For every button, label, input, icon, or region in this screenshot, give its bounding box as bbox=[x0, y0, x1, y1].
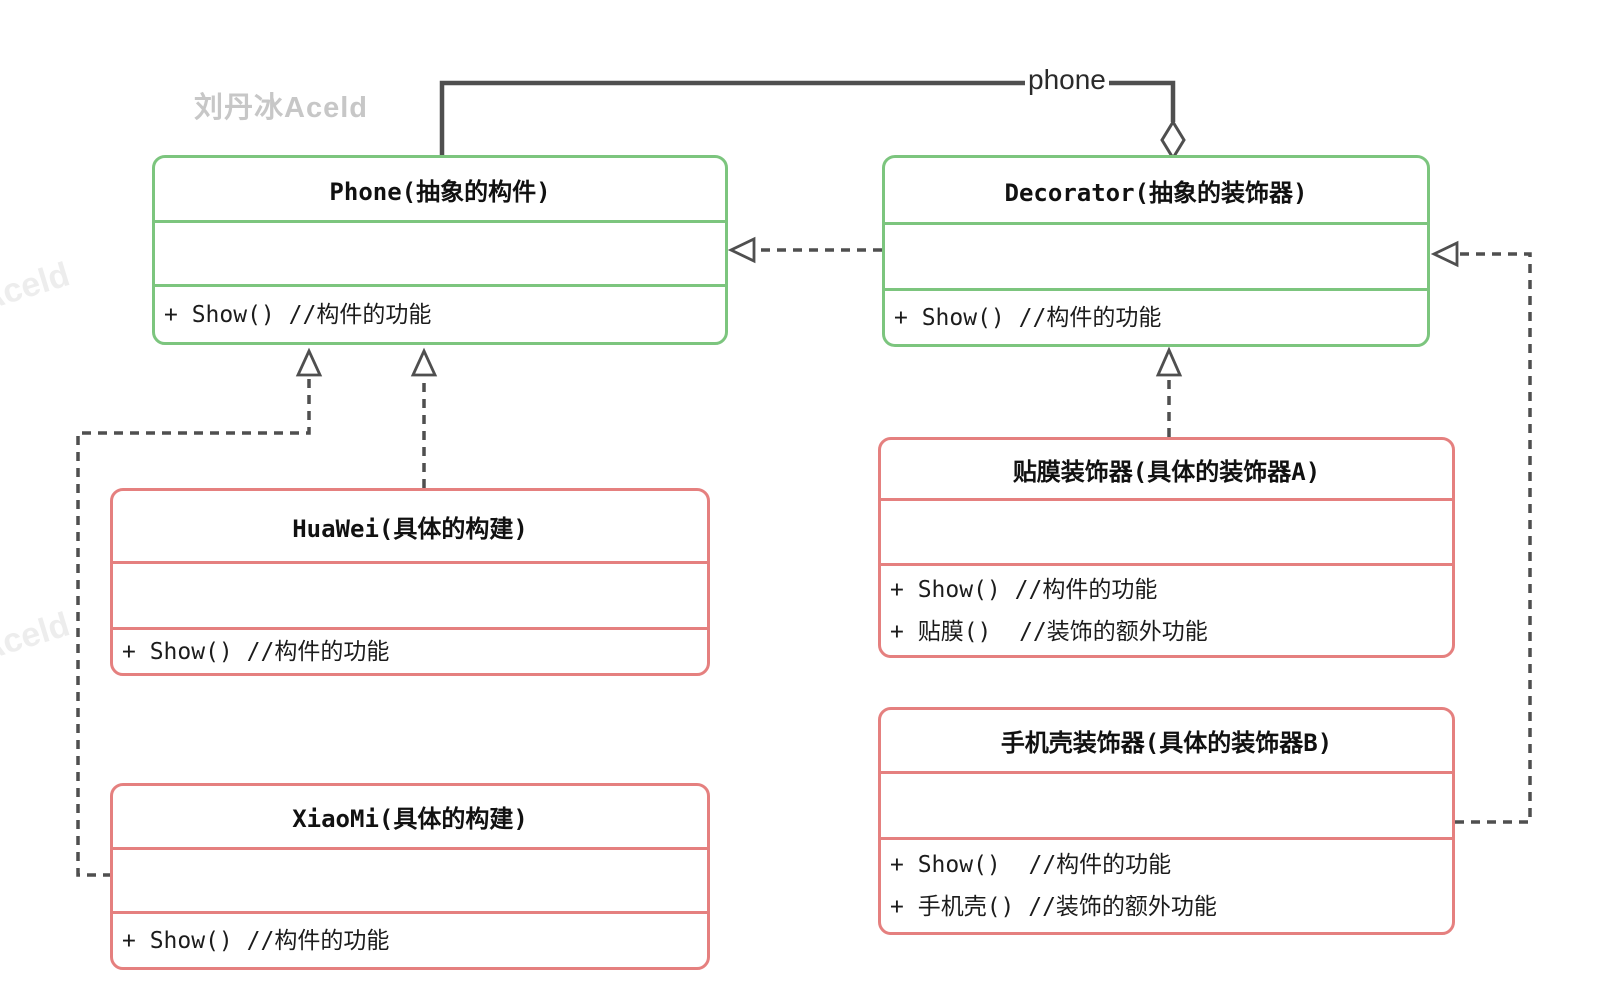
class-title-film-decorator: 贴膜装饰器(具体的装饰器A) bbox=[1012, 457, 1321, 486]
class-title-huawei: HuaWei(具体的构建) bbox=[292, 514, 528, 543]
method-line: + Show() //构件的功能 bbox=[894, 304, 1162, 331]
method-line: + Show() //构件的功能 bbox=[122, 638, 390, 665]
class-box-huawei: HuaWei(具体的构建) + Show() //构件的功能 bbox=[110, 488, 710, 676]
class-methods-xiaomi: + Show() //构件的功能 bbox=[113, 911, 707, 967]
class-attributes-case-decorator bbox=[881, 771, 1452, 837]
method-line: + Show() //构件的功能 bbox=[122, 927, 390, 954]
aggregation-diamond-icon bbox=[1160, 119, 1186, 161]
watermark-author: 刘丹冰Aceld bbox=[194, 92, 368, 124]
method-line: + 贴膜() //装饰的额外功能 bbox=[890, 618, 1208, 645]
class-title-phone: Phone(抽象的构件) bbox=[329, 177, 551, 206]
open-arrow-icon-phone-bottom-left bbox=[295, 347, 323, 377]
class-methods-phone: + Show() //构件的功能 bbox=[155, 284, 725, 342]
open-arrow-icon-decorator-right bbox=[1430, 240, 1459, 268]
class-attributes-decorator bbox=[885, 222, 1427, 288]
class-methods-case-decorator: + Show() //构件的功能 + 手机壳() //装饰的额外功能 bbox=[881, 837, 1452, 932]
class-attributes-film-decorator bbox=[881, 498, 1452, 563]
open-arrow-icon-phone-right bbox=[727, 236, 756, 264]
dashed-line-xiaomi-phone bbox=[76, 375, 311, 877]
method-line: + 手机壳() //装饰的额外功能 bbox=[890, 894, 1217, 920]
class-methods-decorator: + Show() //构件的功能 bbox=[885, 288, 1427, 344]
class-title-case-decorator: 手机壳装饰器(具体的装饰器B) bbox=[1000, 729, 1333, 757]
class-box-phone: Phone(抽象的构件) + Show() //构件的功能 bbox=[152, 155, 728, 345]
class-attributes-huawei bbox=[113, 561, 707, 627]
class-box-case-decorator: 手机壳装饰器(具体的装饰器B) + Show() //构件的功能 + 手机壳()… bbox=[878, 707, 1455, 935]
class-methods-film-decorator: + Show() //构件的功能 + 贴膜() //装饰的额外功能 bbox=[881, 563, 1452, 655]
class-attributes-phone bbox=[155, 220, 725, 284]
dashed-line-case-decorator bbox=[1455, 252, 1532, 824]
class-methods-huawei: + Show() //构件的功能 bbox=[113, 627, 707, 673]
method-line: + Show() //构件的功能 bbox=[890, 852, 1172, 878]
open-arrow-icon-decorator-bottom bbox=[1155, 346, 1183, 377]
class-title-decorator: Decorator(抽象的装饰器) bbox=[1004, 178, 1308, 207]
class-box-film-decorator: 贴膜装饰器(具体的装饰器A) + Show() //构件的功能 + 贴膜() /… bbox=[878, 437, 1455, 658]
method-line: + Show() //构件的功能 bbox=[890, 576, 1158, 603]
class-box-xiaomi: XiaoMi(具体的构建) + Show() //构件的功能 bbox=[110, 783, 710, 970]
class-attributes-xiaomi bbox=[113, 847, 707, 911]
class-box-decorator: Decorator(抽象的装饰器) + Show() //构件的功能 bbox=[882, 155, 1430, 347]
aggregation-line bbox=[439, 80, 1176, 157]
class-title-xiaomi: XiaoMi(具体的构建) bbox=[292, 805, 528, 833]
method-line: + Show() //构件的功能 bbox=[164, 301, 432, 328]
aggregation-edge-label: phone bbox=[1025, 64, 1109, 96]
open-arrow-icon-phone-bottom-right bbox=[410, 347, 438, 377]
